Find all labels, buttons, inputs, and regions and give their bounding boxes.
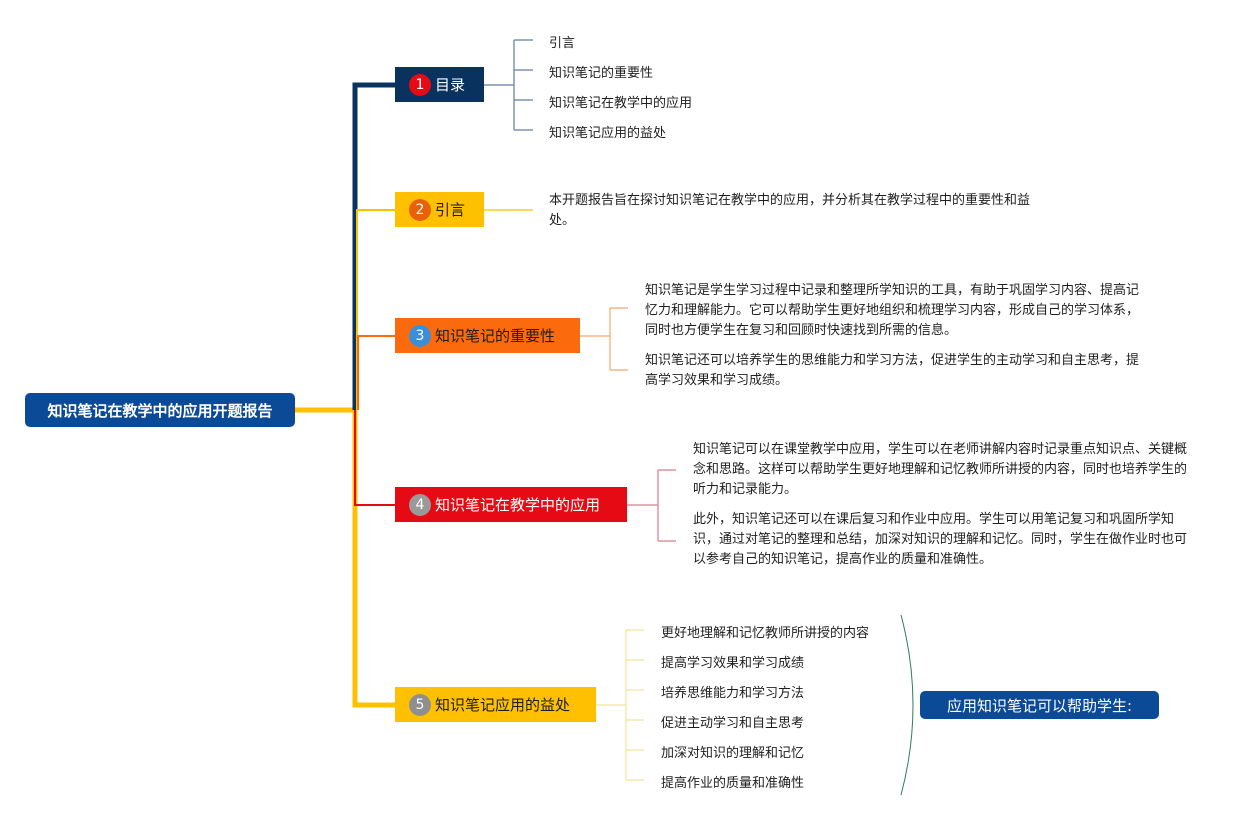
branch-1-connector xyxy=(352,82,395,410)
importance-text-block: 知识笔记是学生学习过程中记录和整理所学知识的工具，有助于巩固学习内容、提高记忆力… xyxy=(645,281,1140,391)
branch-application[interactable]: 4 知识笔记在教学中的应用 xyxy=(395,487,627,522)
branch-importance[interactable]: 3 知识笔记的重要性 xyxy=(395,318,580,353)
importance-paragraph[interactable]: 知识笔记是学生学习过程中记录和整理所学知识的工具，有助于巩固学习内容、提高记忆力… xyxy=(645,283,1140,338)
number-5-badge: 5 xyxy=(409,693,431,716)
branch-toc[interactable]: 1 目录 xyxy=(395,67,484,102)
application-paragraph[interactable]: 知识笔记可以在课堂教学中应用，学生可以在老师讲解内容时记录重点知识点、关键概念和… xyxy=(693,442,1188,497)
branch-5-child-connector xyxy=(596,629,644,781)
benefit-item[interactable]: 加深对知识的理解和记忆 xyxy=(661,746,805,761)
number-2-badge: 2 xyxy=(409,198,431,221)
root-topic-label: 知识笔记在教学中的应用开题报告 xyxy=(47,401,273,420)
branch-4-child-connector xyxy=(627,469,676,542)
branch-4-connector xyxy=(354,410,395,506)
number-1-badge: 1 xyxy=(409,73,431,96)
branch-application-label: 知识笔记在教学中的应用 xyxy=(435,496,601,514)
branch-benefits-label: 知识笔记应用的益处 xyxy=(435,696,571,714)
branch-intro-label: 引言 xyxy=(435,201,466,219)
benefit-item[interactable]: 培养思维能力和学习方法 xyxy=(661,686,805,701)
root-topic[interactable]: 知识笔记在教学中的应用开题报告 xyxy=(25,393,295,427)
application-paragraph[interactable]: 此外，知识笔记还可以在课后复习和作业中应用。学生可以用笔记复习和巩固所学知识，通… xyxy=(693,512,1188,567)
branch-2-connector xyxy=(356,209,395,410)
benefits-summary-label: 应用知识笔记可以帮助学生: xyxy=(946,696,1133,715)
branch-importance-label: 知识笔记的重要性 xyxy=(435,327,556,345)
branch-benefits[interactable]: 5 知识笔记应用的益处 xyxy=(395,687,596,722)
toc-item[interactable]: 引言 xyxy=(549,36,576,51)
intro-paragraph[interactable]: 本开题报告旨在探讨知识笔记在教学中的应用，并分析其在教学过程中的重要性和益处。 xyxy=(549,193,1031,228)
branch-5-connector xyxy=(352,410,395,708)
benefits-summary[interactable]: 应用知识笔记可以帮助学生: xyxy=(920,691,1159,719)
intro-text-block: 本开题报告旨在探讨知识笔记在教学中的应用，并分析其在教学过程中的重要性和益处。 xyxy=(549,191,1044,231)
number-3-badge: 3 xyxy=(409,324,431,347)
summary-brace xyxy=(900,614,914,796)
benefit-item[interactable]: 促进主动学习和自主思考 xyxy=(661,716,805,731)
branch-toc-label: 目录 xyxy=(435,76,466,94)
toc-item[interactable]: 知识笔记在教学中的应用 xyxy=(549,96,693,111)
branch-1-child-connector xyxy=(483,39,533,131)
benefit-item[interactable]: 提高学习效果和学习成绩 xyxy=(661,656,805,671)
toc-item[interactable]: 知识笔记应用的益处 xyxy=(549,126,667,141)
application-text-block: 知识笔记可以在课堂教学中应用，学生可以在老师讲解内容时记录重点知识点、关键概念和… xyxy=(693,440,1188,570)
benefit-item[interactable]: 更好地理解和记忆教师所讲授的内容 xyxy=(661,626,870,641)
benefit-item[interactable]: 提高作业的质量和准确性 xyxy=(661,776,805,791)
number-4-badge: 4 xyxy=(409,493,431,516)
toc-item[interactable]: 知识笔记的重要性 xyxy=(549,66,654,81)
branch-3-child-connector xyxy=(580,307,628,371)
branch-intro[interactable]: 2 引言 xyxy=(395,192,484,227)
branch-3-connector xyxy=(357,335,395,410)
importance-paragraph[interactable]: 知识笔记还可以培养学生的思维能力和学习方法，促进学生的主动学习和自主思考，提高学… xyxy=(645,353,1140,388)
